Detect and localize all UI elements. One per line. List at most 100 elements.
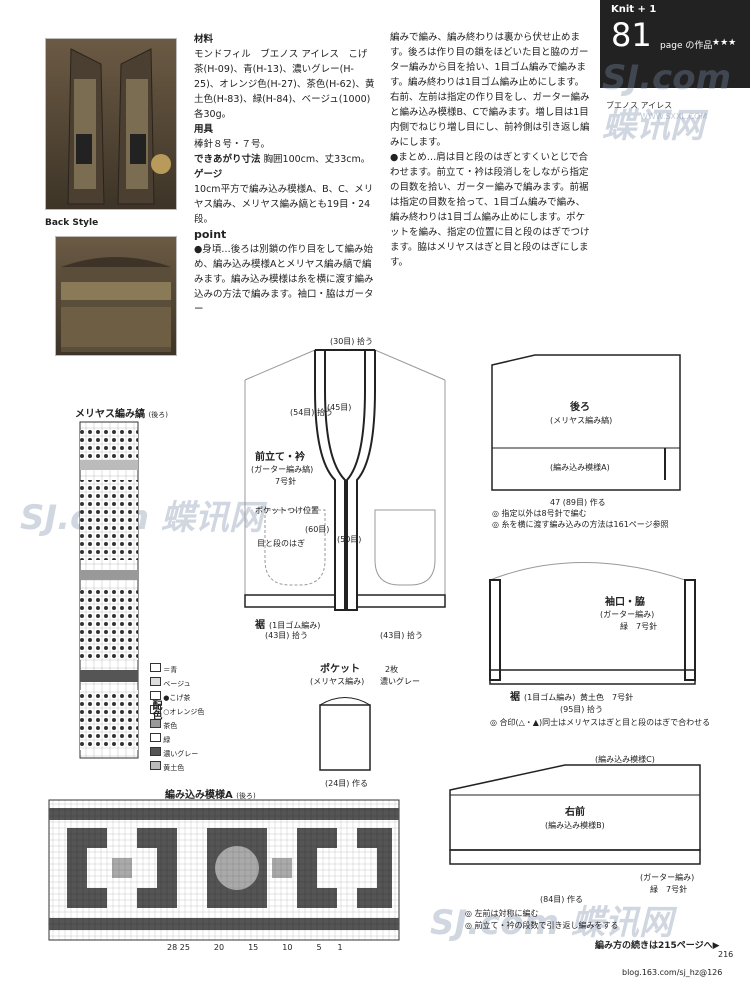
legend-label-0: 青 (170, 666, 178, 674)
watermark-3: SJ.com 蝶讯网 (430, 903, 673, 943)
right-front-title: 右前 (564, 805, 585, 818)
right-front-note-2: ◎ 前立て・衿の段数で引き返し編みをする (465, 920, 619, 930)
gauge-text: 10cm平方で編み込み模様A、B、C、メリヤス編み、メリヤス編み縞とも19目・2… (194, 184, 374, 225)
band-50-label: (50目) (337, 535, 361, 544)
stockinette-title: メリヤス編み縞 (後ろ) (75, 405, 168, 420)
right-front-sub: (編み込み模様B) (545, 820, 605, 830)
legend-item: ベージュ (150, 677, 204, 689)
watermark-url: WWW.SXXL.COM (640, 112, 708, 121)
hem-pick-left: (43目) 拾う (265, 630, 308, 640)
right-front-top: (編み込み模様C) (595, 754, 655, 764)
legend-item: 黄土色 (150, 761, 204, 773)
back-sub: (メリヤス編み縞) (550, 415, 612, 425)
patternA-chart: 28 25 20 15 10 5 1 (48, 799, 400, 952)
right-front-needle: 緑 7号針 (650, 884, 687, 894)
stockinette-sub: (後ろ) (148, 411, 168, 419)
back-width-label: 47 (89目) 作る (550, 497, 606, 507)
pocket-sub: (メリヤス編み) (310, 676, 364, 686)
match-note: ◎ 合印(△・▲)同士はメリヤスはぎと目と段のはぎで合わせる (490, 717, 710, 727)
patternA-title-text: 編み込み模様A (165, 790, 233, 801)
instructions-text-2: ●まとめ…肩は目と段のはぎとすくいとじで合わせます。前立て・衿は段消しをしながら… (390, 152, 590, 268)
tools-heading: 用具 (194, 124, 214, 135)
legend-label-5: 緑 (163, 736, 171, 744)
front-band-sub: (ガーター編み縞) (251, 464, 313, 474)
back-title: 後ろ (570, 400, 590, 413)
back-note-2: ◎ 糸を横に渡す編み込みの方法は161ページ参照 (492, 519, 669, 529)
pocket-color: 濃いグレー (380, 676, 420, 686)
right-front-diagram: 右前 (編み込み模様B) (編み込み模様C) (ガーター編み) 緑 7号針 (8… (449, 754, 701, 930)
legend-label-6: 濃いグレー (163, 750, 199, 758)
point-heading: point (194, 228, 227, 241)
yarn-name: ブエノス アイレス (606, 101, 673, 110)
legend-item: 緑 (150, 733, 204, 745)
color-legend: ＝青 ベージュ ●こげ茶 ○オレンジ色 茶色 緑 濃いグレー 黄土色 (150, 663, 204, 773)
back-style-label: Back Style (45, 218, 99, 228)
back-note-1: ◎ 指定以外は8号針で編む (492, 508, 587, 518)
page-number: 216 (718, 950, 734, 959)
header-block (600, 0, 750, 88)
back-pattern-label: (編み込み模様A) (550, 462, 610, 472)
back-diagram: 後ろ (メリヤス編み縞) (編み込み模様A) 47 (89目) 作る ◎ 指定以… (491, 354, 681, 529)
legend-item: ＝青 (150, 663, 204, 675)
instructions-column: 編みで編み、編み終わりは裏から伏せ止めます。後ろは作り目の鎖をほどいた目と脇のガ… (390, 30, 590, 270)
color-scheme-label: 配色 (150, 700, 161, 720)
legend-item: 濃いグレー (150, 747, 204, 759)
hem-title: 裾 (255, 618, 265, 631)
front-photo (45, 38, 177, 210)
band-45-label: (45目) (327, 403, 351, 412)
watermark: SJ.com 蝶讯网 (602, 58, 731, 146)
pocket-title: ポケット (320, 662, 360, 675)
armhole-diagram: 袖口・脇 (ガーター編み) 緑 7号針 裾 (1目ゴム編み) 黄土色 7号針 (… (489, 562, 710, 727)
right-front-note-1: ◎ 左前は対称に編む (465, 908, 539, 918)
pocket-pos-label: ポケットつけ位置 (255, 505, 319, 515)
legend-label-4: 茶色 (163, 722, 178, 730)
hem-rib: (1目ゴム編み) (269, 620, 320, 630)
legend-item: ●こげ茶 (150, 691, 204, 703)
hem-pick-right: (43目) 拾う (380, 630, 423, 640)
band-60-label: (60目) (305, 525, 329, 534)
stockinette-chart (79, 421, 139, 759)
front-band-title: 前立て・衿 (255, 450, 305, 463)
armhole-sub: (ガーター編み) (600, 609, 654, 619)
patternA-sub: (後ろ) (236, 792, 256, 800)
materials-text: モンドフィル ブエノス アイレス こげ茶(H-09)、青(H-13)、濃いグレー… (194, 49, 375, 120)
pocket-seam-label: 目と段のはぎ (257, 538, 305, 548)
legend-item: ○オレンジ色 (150, 705, 204, 717)
hem2-color: 黄土色 7号針 (580, 692, 633, 702)
patternA-title: 編み込み模様A (後ろ) (165, 786, 256, 801)
blog-url: blog.163.com/sj_hz@126 (622, 968, 723, 977)
hem2-title: 裾 (510, 690, 520, 703)
legend-label-3: オレンジ色 (169, 708, 205, 716)
band-pick-label: (54目) 拾う (290, 407, 333, 417)
front-band-diagram: (30目) 拾う (54目) 拾う (45目) 前立て・衿 (ガーター編み縞) … (244, 336, 446, 640)
stockinette-title-text: メリヤス編み縞 (75, 409, 145, 420)
difficulty-stars: ★★★ (712, 38, 737, 48)
continue-note: 編み方の続きは215ページへ▶ (595, 941, 720, 951)
legend-label-2: こげ茶 (169, 694, 191, 702)
knit-label: Knit + 1 (611, 4, 657, 15)
neck-pick-label: (30目) 拾う (330, 336, 373, 346)
patternA-axis-label: 28 25 20 15 10 5 1 (167, 943, 343, 952)
page-suffix: page の作品 (660, 41, 713, 51)
legend-item: 茶色 (150, 719, 204, 731)
back-photo (55, 236, 177, 356)
materials-column: 材料 モンドフィル ブエノス アイレス こげ茶(H-09)、青(H-13)、濃い… (194, 32, 376, 317)
armhole-title: 袖口・脇 (604, 595, 645, 608)
gauge-heading: ゲージ (194, 169, 223, 180)
materials-heading: 材料 (194, 34, 214, 45)
armhole-color: 緑 7号針 (620, 621, 657, 631)
instructions-text-1: 編みで編み、編み終わりは裏から伏せ止めます。後ろは作り目の鎖をほどいた目と脇のガ… (390, 32, 590, 148)
tools-text: 棒針８号・７号。 (194, 139, 271, 150)
hem2-pick: (95目) 拾う (560, 704, 603, 714)
point-text: ●身頃…後ろは別鎖の作り目をして編み始め、編み込み模様Aとメリヤス編み縞で編みま… (194, 244, 374, 315)
right-front-garter: (ガーター編み) (640, 872, 694, 882)
page-number-large: 81 (611, 16, 652, 54)
needle-label: 7号針 (275, 476, 296, 486)
watermark-2: SJ.com 蝶讯网 (20, 498, 263, 538)
right-front-cast: (84目) 作る (540, 894, 583, 904)
size-heading: できあがり寸法 (194, 154, 261, 165)
legend-label-1: ベージュ (163, 680, 191, 688)
hem2-rib: (1目ゴム編み) (524, 692, 575, 702)
pocket-diagram: ポケット (メリヤス編み) 2枚 濃いグレー (24目) 作る (310, 662, 420, 788)
pocket-qty: 2枚 (385, 664, 398, 674)
